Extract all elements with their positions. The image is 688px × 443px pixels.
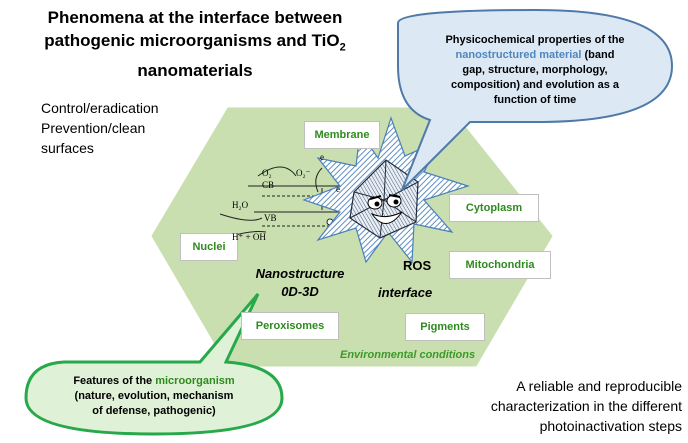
reliable-line1: A reliable and reproducible: [516, 378, 682, 394]
smiley-face: [367, 194, 403, 224]
control-line3: surfaces: [41, 140, 94, 156]
title-subscript: 2: [339, 41, 346, 54]
control-line2: Prevention/clean: [41, 120, 146, 136]
title-line3: nanomaterials: [137, 61, 253, 81]
reliable-line3: photoinactivation steps: [539, 418, 682, 434]
title-line2-text: pathogenic microorganisms and TiO: [44, 31, 340, 50]
membrane-box: Membrane: [304, 121, 380, 149]
micro-bubble-text: Features of the microorganism (nature, e…: [30, 374, 278, 419]
environmental-label: Environmental conditions: [340, 349, 476, 361]
o2-label: O₂: [262, 168, 272, 178]
o2-radical-label: O₂⁻: [296, 168, 311, 178]
micro-bubble-shape: [24, 293, 284, 436]
title-line2: pathogenic microorganisms and TiO2: [4, 29, 386, 59]
material-bubble-shape: [397, 8, 674, 191]
title-line1: Phenomena at the interface between: [47, 8, 343, 27]
material-highlight: nanostructured material: [455, 49, 582, 61]
reliable-text: A reliable and reproducible characteriza…: [418, 376, 682, 436]
nano-line1: Nanostructure: [255, 266, 345, 281]
material-line4: composition) and evolution as a: [450, 79, 620, 91]
mitochondria-box: Mitochondria: [449, 251, 551, 279]
cytoplasm-box: Cytoplasm: [449, 194, 539, 222]
material-bubble-text: Physicochemical properties of the nanost…: [404, 33, 666, 108]
interface-label: interface: [378, 285, 433, 300]
reliable-line2: characterization in the different: [490, 398, 682, 414]
control-line1: Control/eradication: [41, 100, 159, 116]
nuclei-box: Nuclei: [180, 233, 238, 261]
pigments-box: Pigments: [405, 313, 485, 341]
material-line3: gap, structure, morphology,: [462, 64, 608, 76]
material-line2: nanostructured material (band: [404, 48, 666, 63]
peroxisomes-box: Peroxisomes: [241, 312, 339, 340]
page-title: Phenomena at the interface between patho…: [4, 6, 386, 82]
vb-label: VB: [264, 213, 277, 223]
h2o-label: H₂O: [232, 200, 249, 210]
micro-highlight: microorganism: [155, 375, 235, 387]
micro-pre: Features of the: [73, 375, 156, 387]
material-line1: Physicochemical properties of the: [445, 34, 625, 46]
material-line5: function of time: [493, 94, 577, 106]
oh-label: H⁺ + OH: [232, 232, 266, 242]
ros-label: ROS: [403, 258, 432, 273]
electron-label-1: e: [320, 152, 324, 162]
micro-line3: of defense, pathogenic): [92, 405, 216, 417]
nanostructure-label: Nanostructure 0D-3D: [245, 265, 355, 301]
micro-line2: (nature, evolution, mechanism: [74, 390, 234, 402]
material-post: (band: [581, 49, 615, 61]
electron-label-2: e: [336, 184, 340, 194]
cb-label: CB: [262, 180, 275, 190]
nano-line2: 0D-3D: [281, 284, 319, 299]
micro-line1: Features of the microorganism: [30, 374, 278, 389]
